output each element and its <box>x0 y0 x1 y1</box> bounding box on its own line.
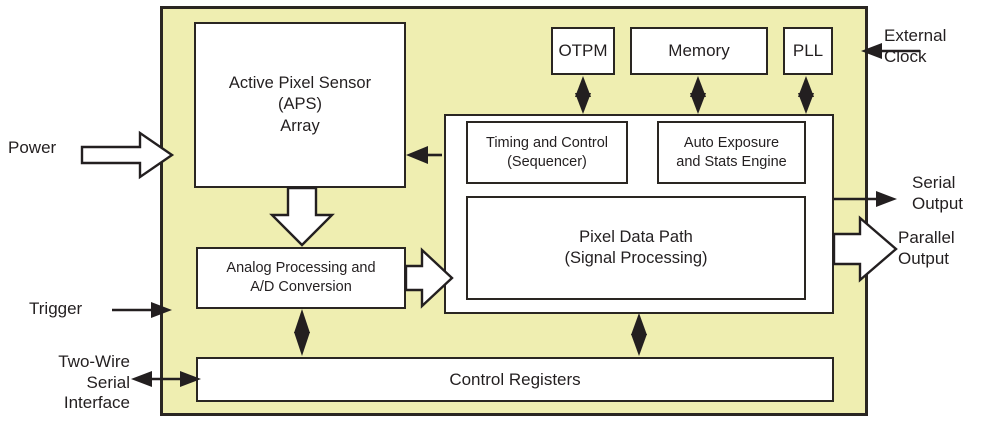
port-label-parallel-output: Parallel Output <box>898 228 955 268</box>
port-label-serial-output: Serial Output <box>912 173 964 213</box>
port-label-trigger: Trigger <box>29 299 83 318</box>
block-pll[interactable]: PLL <box>783 27 833 75</box>
block-control-registers[interactable]: Control Registers <box>196 357 834 402</box>
block-memory[interactable]: Memory <box>630 27 768 75</box>
block-pixel-data-path[interactable]: Pixel Data Path (Signal Processing) <box>466 196 806 300</box>
port-label-two-wire-serial-interface: Two-Wire Serial Interface <box>58 352 130 413</box>
block-active-pixel-sensor-array[interactable]: Active Pixel Sensor (APS) Array <box>194 22 406 188</box>
port-label-power: Power <box>8 138 57 157</box>
block-timing-and-control[interactable]: Timing and Control (Sequencer) <box>466 121 628 184</box>
block-analog-processing-ad-conversion[interactable]: Analog Processing and A/D Conversion <box>196 247 406 309</box>
port-label-external-clock: External Clock <box>884 26 947 66</box>
power-block-arrow-icon <box>80 130 175 180</box>
block-otpm[interactable]: OTPM <box>551 27 615 75</box>
block-auto-exposure-stats-engine[interactable]: Auto Exposure and Stats Engine <box>657 121 806 184</box>
